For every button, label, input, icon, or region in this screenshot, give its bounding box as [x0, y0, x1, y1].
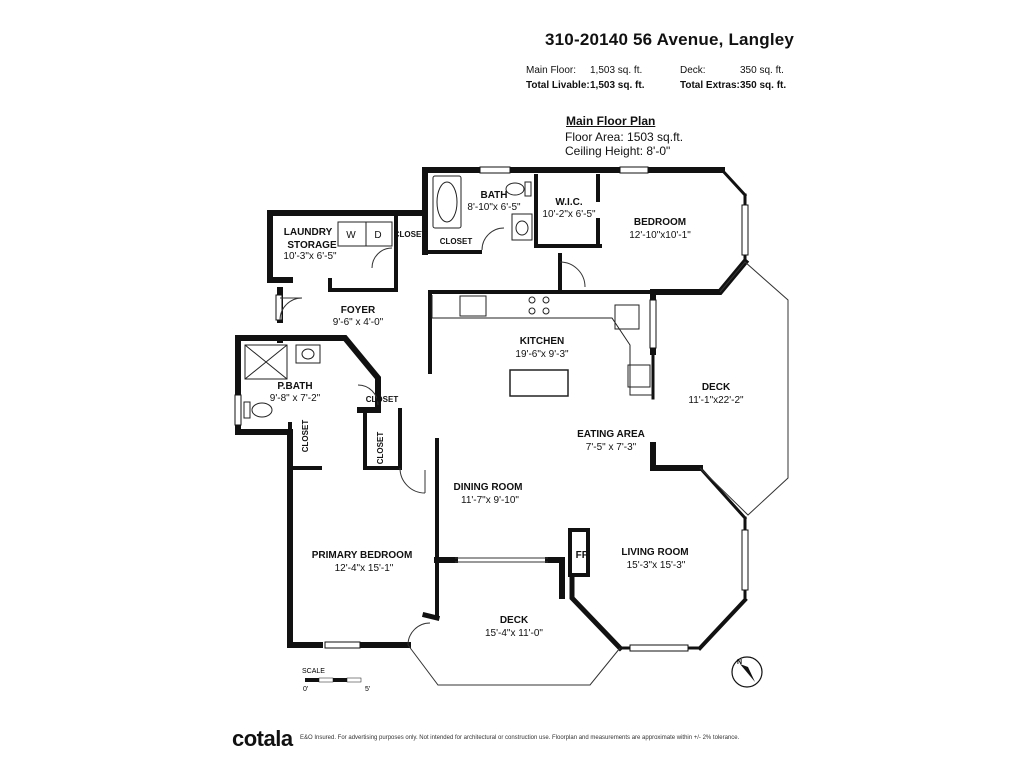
pbath-label: P.BATH: [277, 381, 312, 392]
foyer-dims: 9'-6" x 4'-0": [333, 317, 384, 328]
kitchen-dims: 19'-6"x 9'-3": [515, 349, 569, 360]
dining-room-dims: 11'-7"x 9'-10": [461, 495, 519, 506]
closet-laundry-label: CLOSET: [394, 230, 427, 239]
kitchen-sink-shape: [459, 295, 487, 317]
primary-bedroom-label: PRIMARY BEDROOM: [312, 550, 413, 561]
kitchen-island-shape: [509, 369, 569, 397]
deck-bottom-dims: 15'-4"x 11'-0": [485, 628, 543, 639]
disclaimer-text: E&O Insured. For advertising purposes on…: [300, 735, 740, 741]
ceiling-height: Ceiling Height: 8'-0": [565, 144, 671, 158]
fireplace-label: FP: [576, 550, 589, 561]
compass-label: N: [737, 659, 742, 666]
closet-left-label: CLOSET: [301, 420, 310, 453]
fixtures: [243, 175, 653, 419]
deck-bottom-label: DECK: [500, 615, 529, 626]
closet-pbath-label: CLOSET: [366, 395, 399, 404]
eating-area-dims: 7'-5" x 7'-3": [586, 442, 637, 453]
total-extras-value: 350 sq. ft.: [740, 80, 787, 91]
bathtub-shape: [432, 175, 462, 229]
deck-right-dims: 11'-1"x22'-2": [688, 395, 744, 406]
closet-bath-label: CLOSET: [440, 237, 473, 246]
deck-label: Deck:: [680, 65, 706, 76]
fireplace-shape: [568, 528, 590, 577]
north-compass-icon: N: [731, 656, 763, 688]
total-livable-label: Total Livable:: [526, 80, 590, 91]
dining-room-label: DINING ROOM: [454, 482, 523, 493]
laundry-label-2: STORAGE: [287, 240, 337, 251]
wic-dims: 10'-2"x 6'-5": [542, 209, 596, 220]
total-livable-value: 1,503 sq. ft.: [590, 80, 645, 91]
laundry-dims: 10'-3"x 6'-5": [283, 251, 337, 262]
laundry-label-1: LAUNDRY: [284, 227, 333, 238]
deck-value: 350 sq. ft.: [740, 65, 784, 76]
deck-outlines: [407, 261, 789, 686]
doors: [279, 227, 586, 646]
foyer-label: FOYER: [341, 305, 376, 316]
primary-bedroom-dims: 12'-4"x 15'-1": [335, 563, 394, 574]
wic-label: W.I.C.: [555, 197, 582, 208]
windows: [234, 166, 749, 652]
eating-area-label: EATING AREA: [577, 429, 645, 440]
floor-area: Floor Area: 1503 sq.ft.: [565, 130, 684, 144]
bedroom-label: BEDROOM: [634, 217, 686, 228]
kitchen-label: KITCHEN: [520, 336, 564, 347]
scale-end: 5': [365, 686, 370, 693]
washer-label: W: [346, 230, 356, 241]
plan-title: Main Floor Plan: [566, 114, 656, 128]
scale-label: SCALE: [302, 668, 325, 675]
bedroom-dims: 12'-10"x10'-1": [629, 230, 691, 241]
bath-dims: 8'-10"x 6'-5": [467, 202, 521, 213]
scale-start: 0': [303, 686, 308, 693]
scale-bar: SCALE 0' 5': [302, 668, 370, 693]
address-title: 310-20140 56 Avenue, Langley: [545, 30, 795, 49]
living-room-label: LIVING ROOM: [621, 547, 688, 558]
cotala-logo: cotala: [232, 726, 293, 751]
main-floor-value: 1,503 sq. ft.: [590, 65, 643, 76]
total-extras-label: Total Extras:: [680, 80, 740, 91]
closet-primary-label: CLOSET: [376, 432, 385, 465]
deck-right-label: DECK: [702, 382, 731, 393]
dryer-label: D: [374, 230, 381, 241]
main-floor-label: Main Floor:: [526, 65, 577, 76]
living-room-dims: 15'-3"x 15'-3": [627, 560, 686, 571]
pbath-dims: 9'-8" x 7'-2": [270, 393, 321, 404]
bath-label: BATH: [480, 190, 507, 201]
